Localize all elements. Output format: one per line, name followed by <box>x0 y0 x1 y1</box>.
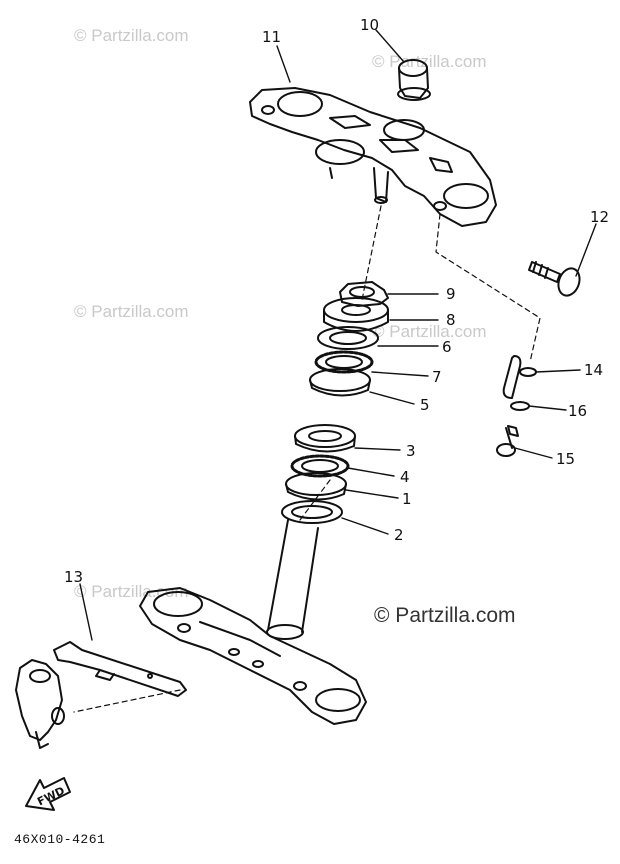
lower-upper-race <box>309 368 371 397</box>
callout-5: 5 <box>420 396 430 414</box>
lower-ball-race <box>290 454 350 478</box>
watermark-mid-right: © Partzilla.com <box>372 322 487 341</box>
diagram-code: 46X010-4261 <box>14 832 106 847</box>
bearing-cup <box>294 424 356 453</box>
callout-2: 2 <box>394 526 404 544</box>
callout-9: 9 <box>446 285 456 303</box>
fwd-arrow <box>25 777 71 811</box>
callout-15: 15 <box>556 450 575 468</box>
watermark-top-left: © Partzilla.com <box>74 26 189 45</box>
callout-10: 10 <box>360 16 379 34</box>
seal <box>281 500 343 524</box>
watermark-main: © Partzilla.com <box>374 604 516 627</box>
callout-16: 16 <box>568 402 587 420</box>
bolt <box>528 261 581 297</box>
callout-8: 8 <box>446 311 456 329</box>
callout-6: 6 <box>442 338 452 356</box>
upper-ball-race <box>314 350 374 374</box>
callout-1: 1 <box>402 490 412 508</box>
caliper-bracket <box>15 659 65 749</box>
screw <box>496 425 519 457</box>
callout-14: 14 <box>584 361 603 379</box>
washer <box>323 297 389 332</box>
callout-12: 12 <box>590 208 609 226</box>
callout-13: 13 <box>64 568 83 586</box>
watermark-mid-left: © Partzilla.com <box>74 302 189 321</box>
hose-guide <box>53 641 187 697</box>
callout-3: 3 <box>406 442 416 460</box>
lower-race <box>285 472 347 501</box>
watermark-top-right: © Partzilla.com <box>372 52 487 71</box>
ring-nut <box>339 281 389 307</box>
callout-4: 4 <box>400 468 410 486</box>
upper-bracket <box>249 87 497 227</box>
upper-race <box>317 326 379 350</box>
callout-7: 7 <box>432 368 442 386</box>
under-bracket <box>139 519 367 725</box>
callout-11: 11 <box>262 28 281 46</box>
cap <box>397 59 431 101</box>
small-washer <box>510 401 530 411</box>
clip <box>502 355 537 399</box>
